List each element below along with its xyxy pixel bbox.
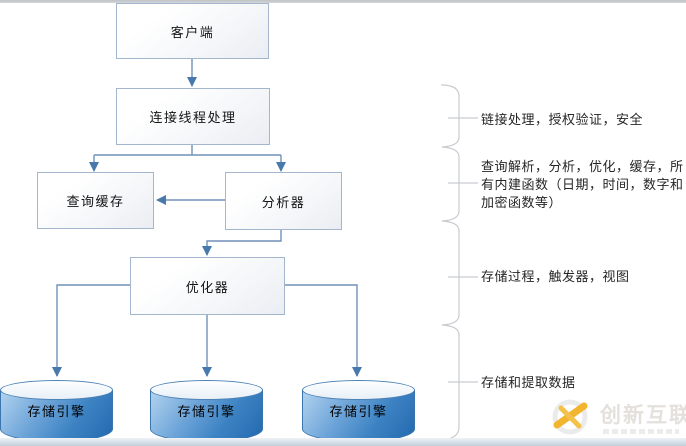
node-connection-thread: 连接线程处理: [116, 88, 270, 145]
annotation-line: 加密函数等）: [481, 195, 563, 210]
node-storage-engine-3-label: 存储引擎: [329, 404, 388, 419]
node-parser-label: 分析器: [261, 194, 306, 210]
arrow-connection-split: [89, 143, 286, 172]
annotation-connection-handling: 链接处理，授权验证，安全: [481, 111, 643, 129]
cylinder-top-ellipse: [302, 380, 415, 400]
node-storage-engine-1: 存储引擎: [0, 380, 113, 442]
annotation-line: 链接处理，授权验证，安全: [481, 112, 644, 127]
node-connection-thread-label: 连接线程处理: [149, 110, 237, 125]
node-query-cache-label: 查询缓存: [66, 194, 125, 209]
node-parser: 分析器: [225, 172, 342, 230]
annotation-line: 存储和提取数据: [481, 375, 576, 390]
watermark: 创新互联: [548, 392, 686, 442]
annotation-line: 存储过程，触发器，视图: [481, 269, 630, 284]
cylinder-top-ellipse: [0, 380, 113, 400]
node-optimizer: 优化器: [130, 257, 285, 315]
node-storage-engine-1-label: 存储引擎: [27, 404, 86, 419]
top-edge-bar: [0, 0, 686, 3]
watermark-brand-text: 创新互联: [600, 404, 686, 427]
arrow-parser-to-optimizer: [202, 228, 282, 256]
annotation-store-retrieve-data: 存储和提取数据: [481, 374, 576, 392]
node-storage-engine-3: 存储引擎: [302, 380, 415, 442]
node-optimizer-label: 优化器: [185, 279, 230, 295]
node-client: 客户端: [116, 3, 269, 59]
annotation-query-parsing: 查询解析，分析，优化，缓存，所 有内建函数（日期，时间，数字和 加密函数等）: [481, 158, 684, 212]
watermark-caption: [603, 429, 679, 434]
node-storage-engine-2-label: 存储引擎: [177, 404, 236, 419]
cylinder-top-ellipse: [150, 380, 263, 400]
annotation-line: 查询解析，分析，优化，缓存，所: [481, 159, 684, 174]
watermark-logo-icon: [552, 399, 588, 435]
bottom-edge-bar: [0, 438, 686, 446]
node-client-label: 客户端: [170, 24, 215, 40]
arrow-optimizer-to-engine1: [52, 284, 130, 377]
annotation-stored-procedures: 存储过程，触发器，视图: [481, 268, 630, 286]
node-storage-engine-2: 存储引擎: [150, 380, 263, 442]
brace-curves: [440, 84, 460, 441]
arrow-optimizer-to-engine3: [283, 284, 362, 377]
annotation-line: 有内建函数（日期，时间，数字和: [481, 177, 684, 192]
node-query-cache: 查询缓存: [37, 172, 154, 229]
